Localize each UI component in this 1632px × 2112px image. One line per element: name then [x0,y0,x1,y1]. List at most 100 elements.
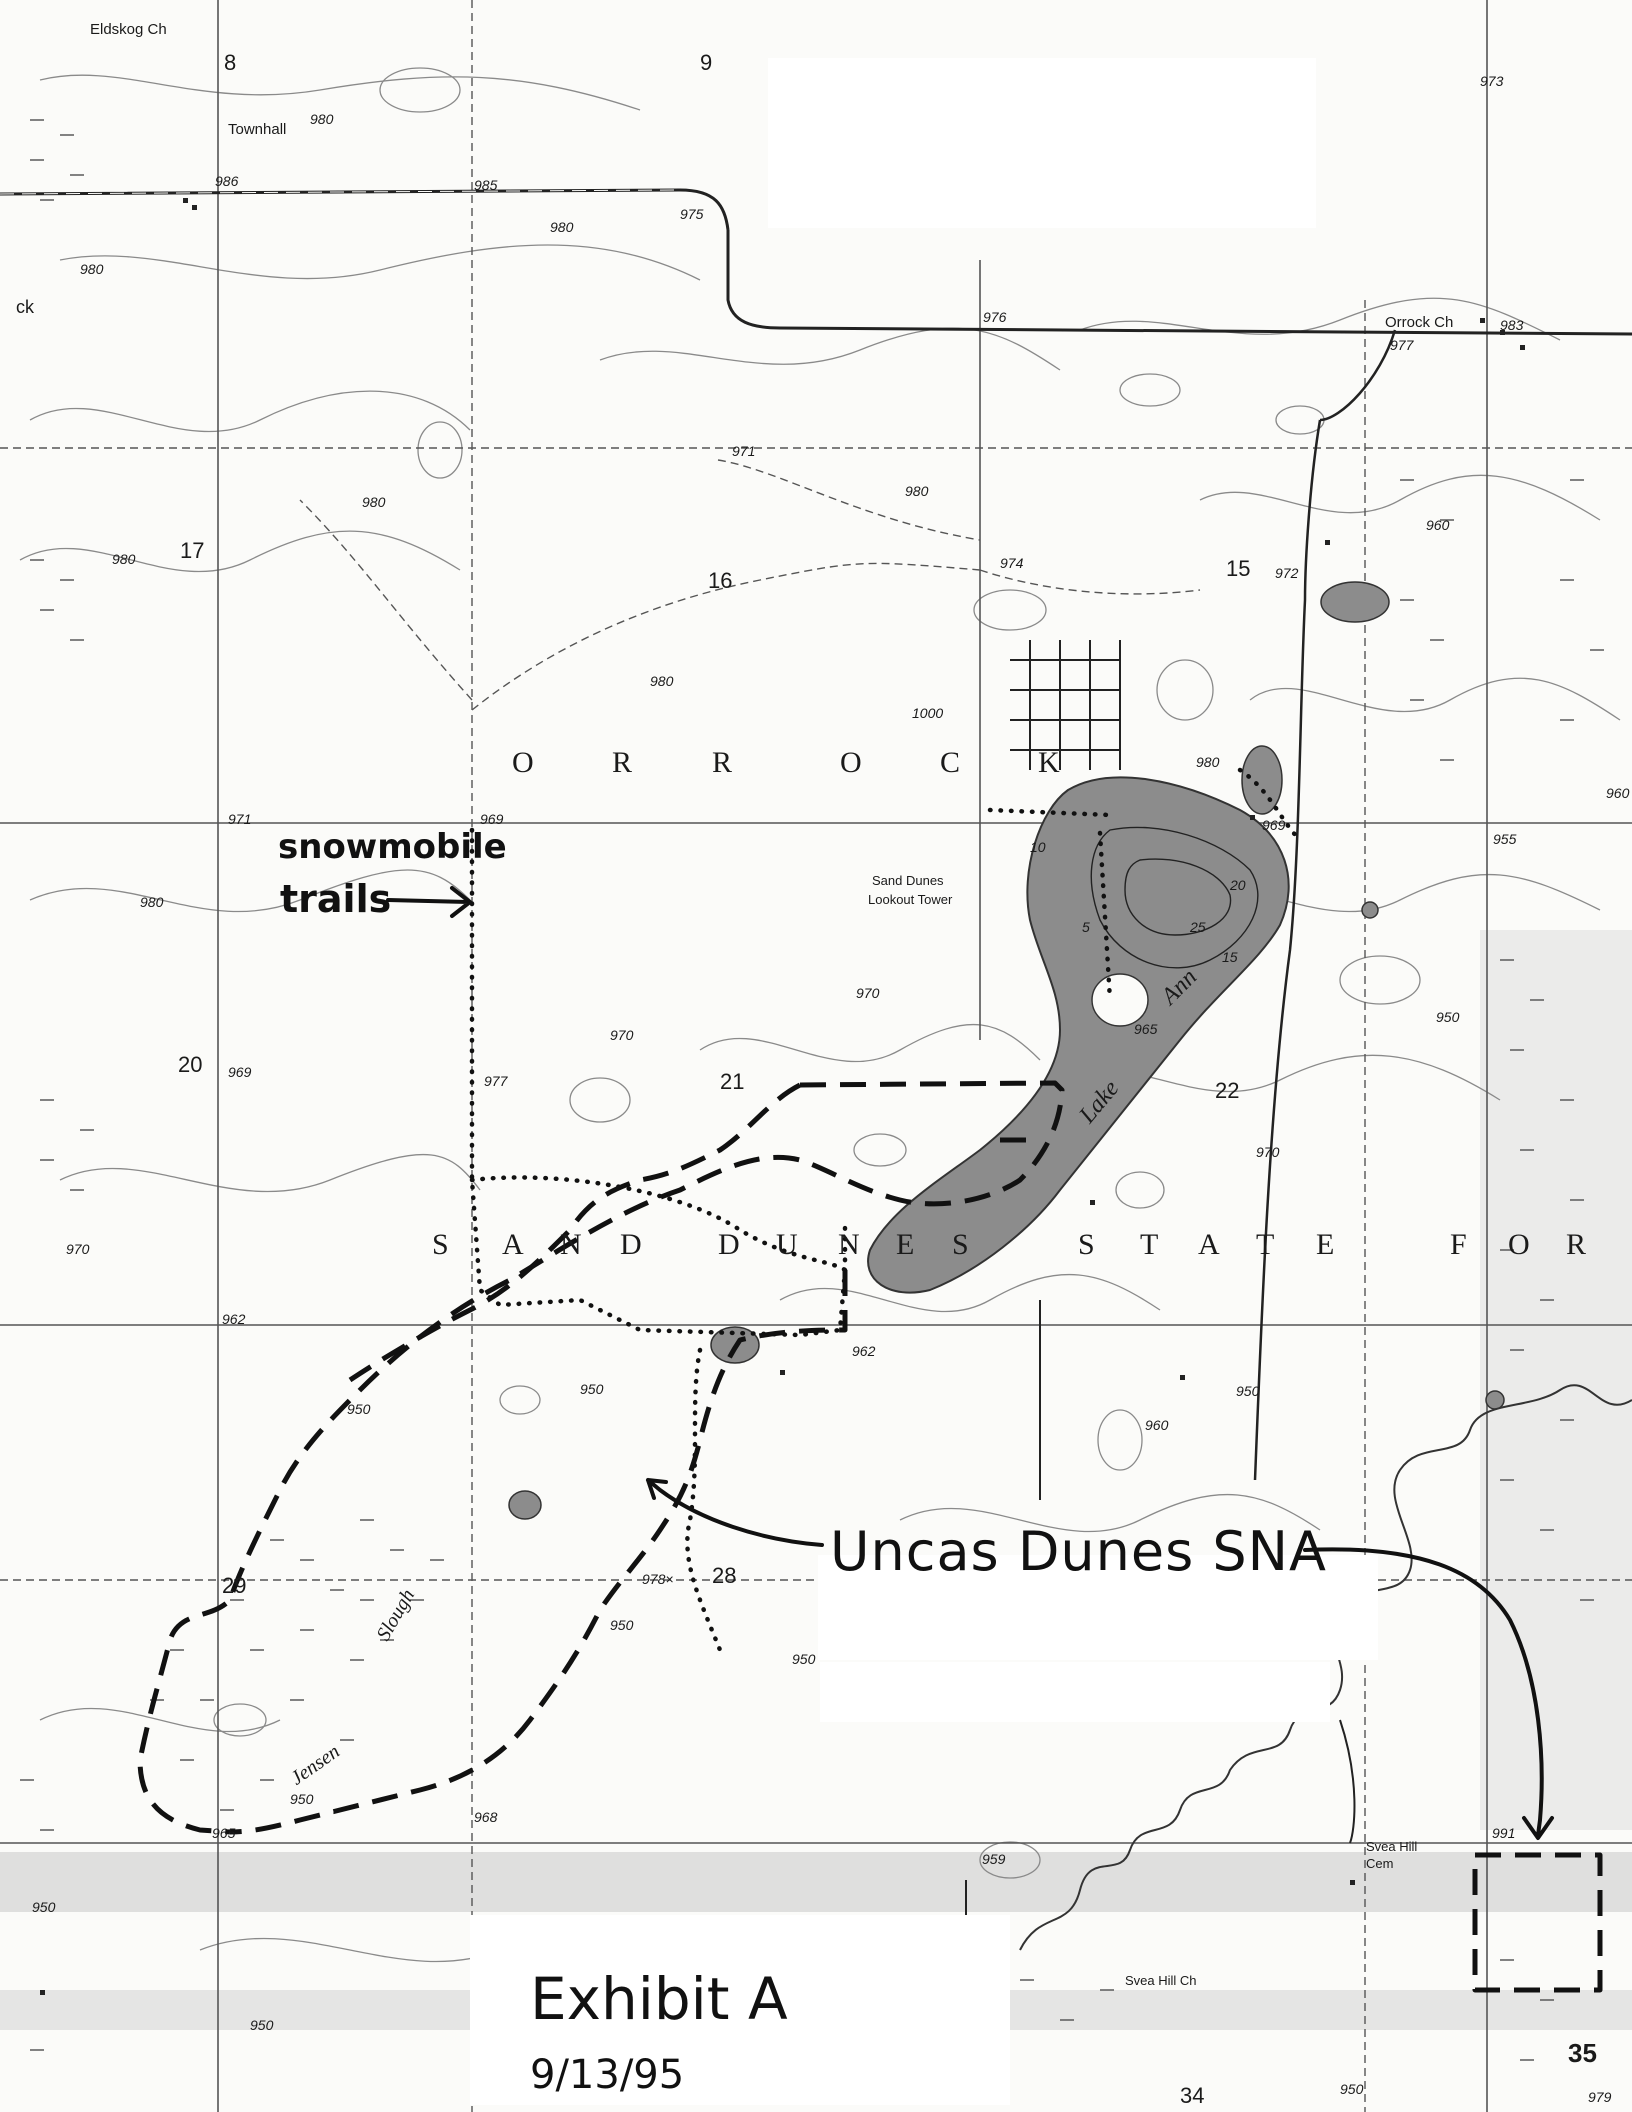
townhall-label: Townhall [228,121,287,138]
elevation-970: 970 [610,1027,634,1043]
elevation-973: 973 [1480,73,1504,89]
sdsf-letter-2: A [502,1228,524,1261]
section-17: 17 [180,538,205,563]
elevation-950: 950 [792,1651,816,1667]
elevation-970: 970 [66,1241,90,1257]
orrock-letter-3: R [712,746,733,779]
sdsf-letter-8: E [896,1228,915,1261]
redacted-box-top-right [768,58,1316,228]
section-15: 15 [1226,556,1251,581]
elevation-950: 950 [347,1401,371,1417]
snowmobile-arrow [386,886,472,918]
elevation-977: 977 [1390,337,1414,353]
sdsf-letter-7: N [838,1228,860,1261]
elevation-969: 969 [228,1064,252,1080]
elevation-965-lake: 965 [1134,1021,1158,1037]
elevation-979: 979 [1588,2089,1612,2105]
lake-island [1091,973,1149,1027]
elevation-980: 980 [550,219,574,235]
depth-20: 20 [1230,877,1246,893]
elevation-970: 970 [1256,1144,1280,1160]
sdsf-letter-16: O [1508,1228,1530,1261]
orrock-letter-6: K [1038,746,1060,779]
elevation-960: 960 [1606,785,1630,801]
sdsf-letter-5: D [718,1228,740,1261]
elevation-960: 960 [1426,517,1450,533]
elevation-985: 985 [474,177,498,193]
svea-hill-cemetery-label-line2: Cem [1366,1856,1394,1871]
elevation-965: 965 [212,1825,236,1841]
depth-10: 10 [1030,839,1046,855]
elevation-974: 974 [1000,555,1024,571]
winding-creek [1019,1384,1632,1951]
elevation-950: 950 [250,2017,274,2033]
elevation-991: 991 [1492,1825,1516,1841]
elevation-970: 970 [856,985,880,1001]
section-8: 8 [224,50,237,75]
elevation-971: 971 [228,811,252,827]
sdsf-letter-12: A [1198,1228,1220,1261]
section-22: 22 [1215,1078,1240,1103]
uncas-arrow-to-parcel [1303,1547,1554,1840]
orrock-letter-2: R [612,746,633,779]
section-20: 20 [178,1052,203,1077]
elevation-971: 971 [732,443,756,459]
elevation-962: 962 [852,1343,876,1359]
elevation-972: 972 [1275,565,1299,581]
orrock-letter-5: C [940,746,961,779]
depth-25: 25 [1190,919,1206,935]
hand-arrows [386,886,1554,1840]
redacted-box-middle-lower [820,1662,1330,1722]
lake-ann-depth-contours [1090,826,1259,969]
sdsf-letter-1: S [432,1228,449,1261]
elevation-960: 960 [1145,1417,1169,1433]
exhibit-date-label: 9/13/95 [530,2052,685,2098]
sdsf-letter-17: R [1566,1228,1587,1261]
elevation-980: 980 [112,551,136,567]
elevation-980: 980 [905,483,929,499]
elevation-976: 976 [983,309,1007,325]
elevation-950: 950 [580,1381,604,1397]
elevation-978: 978× [642,1571,674,1587]
left-edge-fragment-label: ck [16,297,34,317]
section-35: 35 [1568,2038,1597,2068]
shaded-band-bottom [0,1852,1632,1912]
sdsf-letter-11: T [1140,1228,1159,1261]
sdsf-letter-3: N [560,1228,582,1261]
elevation-980: 980 [362,494,386,510]
elevation-969: 969 [1262,817,1286,833]
sdsf-letter-10: S [1078,1228,1095,1261]
section-34: 34 [1180,2083,1205,2108]
section-16: 16 [708,568,733,593]
elevation-975: 975 [680,206,704,222]
elevation-980: 980 [1196,754,1220,770]
elevation-980: 980 [650,673,674,689]
section-21: 21 [720,1069,745,1094]
sdsf-letter-13: T [1256,1228,1275,1261]
ponds [508,581,1505,1520]
elevation-1000: 1000 [912,705,944,721]
lake-ann-water [867,776,1290,1294]
sna-boundary [137,1080,1603,1993]
elevation-986: 986 [215,173,239,189]
sdsf-letter-4: D [620,1228,642,1261]
depth-15: 15 [1222,949,1238,965]
lookout-tower-label-line1: Sand Dunes [872,873,944,888]
uncas-arrow-to-sna [646,1478,824,1547]
svea-hill-cemetery-label-line1: Svea Hill [1366,1839,1418,1854]
elevation-950: 950 [290,1791,314,1807]
orrock-church-label: Orrock Ch [1385,314,1454,331]
elevation-950: 950 [1436,1009,1460,1025]
redacted-box-exhibit [470,1915,1010,2105]
elevation-980: 980 [140,894,164,910]
elevation-950: 950 [32,1899,56,1915]
dwelling-marks [40,198,1525,1995]
uncas-dunes-sna-label: Uncas Dunes SNA [830,1520,1327,1583]
section-29: 29 [222,1573,247,1598]
sdsf-letter-6: U [776,1228,798,1261]
snowmobile-trails-label-line2: trails [280,877,392,921]
elevation-962: 962 [222,1311,246,1327]
elevation-980: 980 [80,261,104,277]
svea-hill-church-label: Svea Hill Ch [1125,1973,1197,1988]
sdsf-letter-15: F [1450,1228,1467,1261]
